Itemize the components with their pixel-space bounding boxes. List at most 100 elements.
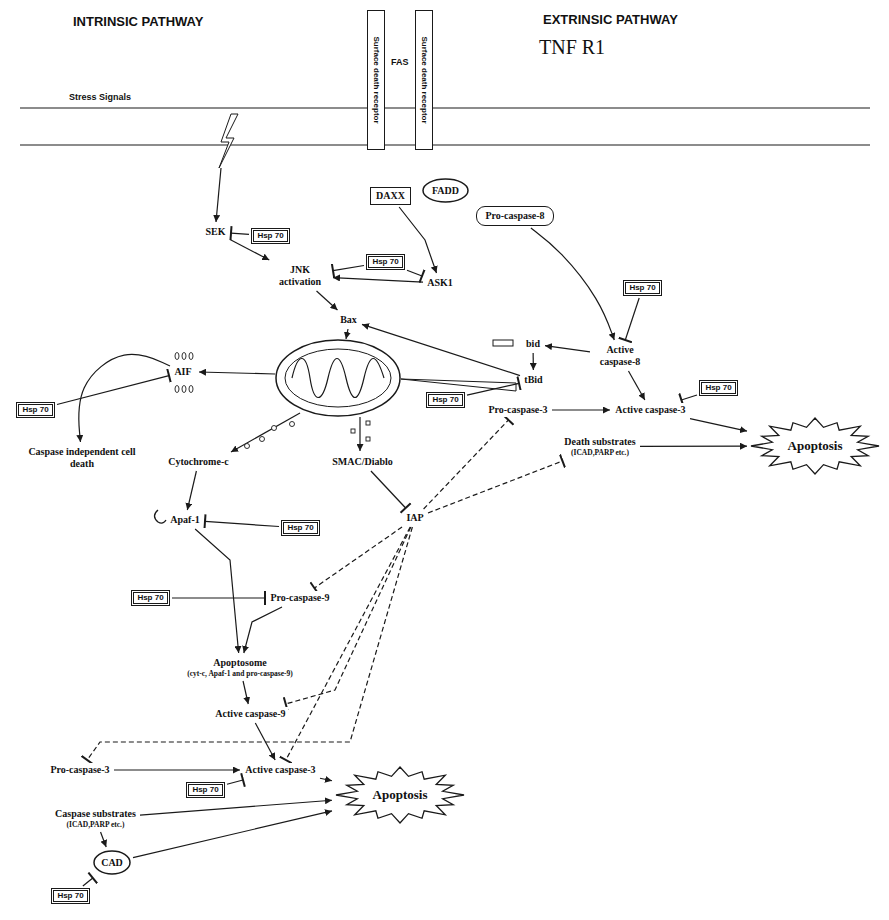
molecule-label: bid	[524, 337, 542, 351]
inhibition-line	[428, 461, 562, 513]
activation-arrow	[545, 346, 590, 352]
receptor-name: TNF R1	[539, 35, 605, 59]
bid-protein	[493, 340, 513, 346]
signal-label: Stress Signals	[69, 92, 131, 103]
activation-arrow	[640, 446, 747, 447]
membrane-line	[20, 144, 870, 145]
node-text: Pro-caspase-3	[488, 404, 547, 416]
node-text: Caspase substrates	[55, 808, 136, 820]
node-text: Active caspase-3	[245, 764, 315, 776]
molecule-label: Caspase substrates(ICAD,PARP etc.)	[53, 807, 138, 830]
activation-arrow	[362, 324, 520, 375]
molecule-label: Apoptosome(cyt-c, Apaf-1 and pro-caspase…	[185, 656, 295, 679]
node-text: Pro-caspase-8	[485, 210, 544, 222]
stress-bolt	[219, 114, 238, 168]
pathway-heading: EXTRINSIC PATHWAY	[543, 12, 678, 28]
tbid-wedge	[401, 379, 516, 391]
hsp70-box: Hsp 70	[251, 228, 290, 244]
node-text: Active caspase-3	[615, 404, 685, 416]
receptor-box: Surface death receptor	[367, 10, 385, 150]
molecule-label: Caspase independent cell death	[25, 445, 139, 471]
node-text: Pro-caspase-3	[50, 764, 109, 776]
activation-arrow	[187, 471, 196, 510]
hsp70-box: Hsp 70	[186, 782, 225, 798]
inhibition-line	[231, 233, 249, 234]
smac-release-arrow	[359, 417, 360, 451]
pathway-heading: INTRINSIC PATHWAY	[73, 14, 204, 30]
node-text: Hsp 70	[428, 394, 462, 406]
activation-arrow	[114, 769, 240, 770]
hsp70-box: Hsp 70	[426, 392, 465, 408]
node-text: FADD	[432, 185, 459, 197]
node-text: SMAC/Diablo	[332, 456, 393, 468]
inhibition-line	[625, 298, 639, 340]
node-text: DAXX	[376, 190, 405, 202]
inhibition-line	[286, 527, 410, 760]
inhibition-line	[467, 383, 519, 395]
molecule-label: Active caspase-8	[592, 343, 648, 369]
smac-squares	[351, 421, 370, 441]
node-text: Hsp 70	[368, 256, 402, 268]
hsp70-box: Hsp 70	[281, 520, 320, 536]
protein-box: Pro-caspase-8	[476, 206, 554, 226]
node-text: bid	[526, 338, 540, 350]
node-text: Hsp 70	[625, 282, 659, 294]
cytochrome-release-arrow	[231, 413, 300, 452]
signal-arrow	[216, 168, 221, 222]
inhibition-line	[227, 780, 243, 784]
node-text: Pro-caspase-9	[270, 592, 329, 604]
node-text: ASK1	[427, 277, 453, 289]
protein-ellipse: CAD	[93, 850, 131, 875]
ellipse-shape	[423, 179, 468, 202]
molecule-label: Active caspase-9	[213, 707, 288, 721]
molecule-label: Pro-caspase-3	[486, 403, 550, 417]
starburst-shape	[336, 767, 464, 823]
starburst-shape	[751, 418, 879, 474]
node-text: tBid	[524, 374, 542, 386]
molecule-label: IAP	[404, 511, 426, 525]
inhibition-line	[314, 527, 402, 588]
hsp70-box: Hsp 70	[699, 380, 738, 396]
node-text: Apoptosis	[373, 787, 428, 803]
node-subtext: (ICAD,PARP etc.)	[571, 448, 629, 457]
node-text: Hsp 70	[253, 230, 287, 242]
activation-arrow	[552, 409, 610, 410]
aif-dots	[175, 353, 193, 393]
node-text: Cytochrome-c	[168, 456, 228, 468]
inhibition-line	[407, 270, 422, 276]
apaf-symbol	[155, 510, 167, 523]
receptor-box: Surface death receptor	[415, 10, 433, 150]
inhibition-line	[681, 395, 697, 400]
ellipse-shape	[94, 851, 130, 874]
activation-arrow	[133, 811, 332, 858]
node-text: AIF	[174, 366, 191, 378]
hsp70-box: Hsp 70	[131, 590, 170, 606]
protein-ellipse: FADD	[422, 178, 469, 203]
inhibition-line	[205, 521, 279, 526]
node-text: Hsp 70	[188, 784, 222, 796]
node-text: Hsp 70	[53, 890, 87, 902]
node-text: Apoptosome	[213, 657, 266, 669]
molecule-label: Pro-caspase-3	[48, 763, 112, 777]
hsp70-box: Hsp 70	[623, 280, 662, 296]
mitochondrion-outer	[276, 340, 400, 416]
activation-arrow	[320, 778, 332, 781]
molecule-label: Pro-caspase-9	[268, 591, 332, 605]
inhibition-line	[333, 266, 364, 271]
activation-arrow	[195, 529, 239, 653]
molecule-label: SEK	[203, 225, 228, 239]
hsp70-box: Hsp 70	[366, 254, 405, 270]
node-text: Active caspase-9	[215, 708, 285, 720]
inhibition-line	[57, 376, 169, 405]
molecule-label: Bax	[338, 313, 359, 327]
node-subtext: (cyt-c, Apaf-1 and pro-caspase-9)	[187, 669, 293, 678]
activation-arrow	[140, 800, 332, 815]
node-text: Apaf-1	[170, 514, 199, 526]
activation-arrow	[333, 278, 423, 283]
node-text: Death substrates	[564, 436, 635, 448]
molecule-label: Cytochrome-c	[166, 455, 231, 469]
node-text: Apoptosis	[788, 438, 843, 454]
molecule-label: JNK activation	[270, 263, 330, 289]
node-text: Caspase independent cell death	[27, 446, 137, 470]
inhibition-line	[172, 597, 265, 598]
